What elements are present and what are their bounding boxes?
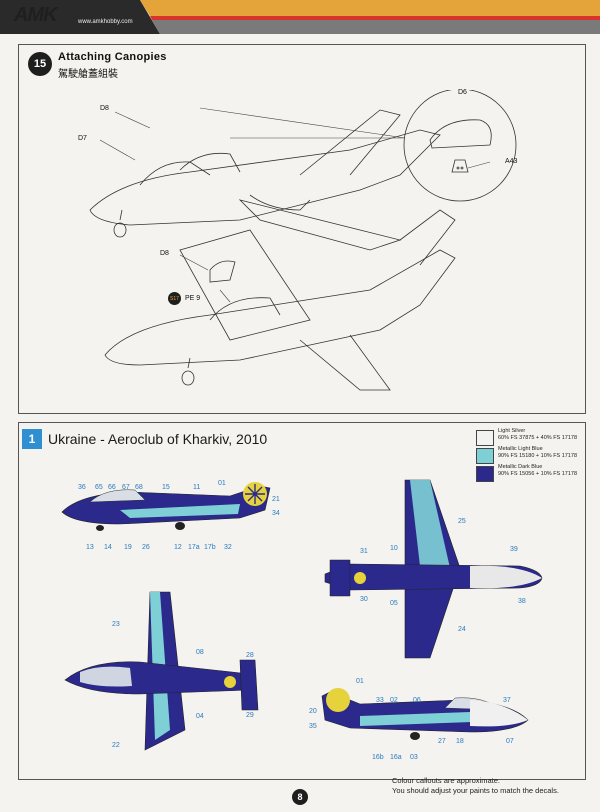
callout-01: 01	[218, 480, 226, 487]
callout-68: 68	[135, 484, 143, 491]
brand-url: www.amkhobby.com	[78, 19, 133, 25]
aircraft-upper-drawing	[89, 109, 441, 251]
callout-27: 27	[438, 738, 446, 745]
callout-36: 36	[78, 484, 86, 491]
bottom-view	[324, 479, 543, 659]
callout-65: 65	[95, 484, 103, 491]
callout-17b: 17b	[204, 544, 216, 551]
callout-d8-lower: D8	[160, 250, 169, 257]
callout-12: 12	[174, 544, 182, 551]
step-number-badge: 15	[28, 52, 52, 76]
callout-05: 05	[390, 600, 398, 607]
side-view-right	[321, 688, 529, 740]
callout-23: 23	[112, 621, 120, 628]
callout-d8-upper: D8	[100, 105, 109, 112]
section-frame	[18, 422, 586, 780]
callout-07: 07	[506, 738, 514, 745]
callout-17a: 17a	[188, 544, 200, 551]
header-bar	[0, 0, 600, 34]
step-frame	[18, 44, 586, 414]
callout-21: 21	[272, 496, 280, 503]
callout-08: 08	[196, 649, 204, 656]
color-swatch	[476, 448, 494, 464]
side-view-left	[61, 482, 271, 531]
callout-18: 18	[456, 738, 464, 745]
callout-67: 67	[122, 484, 130, 491]
callout-15: 15	[162, 484, 170, 491]
colour-note-line1: Colour callouts are approximate.	[392, 776, 500, 785]
callout-d6: D6	[458, 89, 467, 96]
detail-circle	[403, 90, 517, 202]
callout-66: 66	[108, 484, 116, 491]
callout-02: 02	[390, 697, 398, 704]
callout-22: 22	[112, 742, 120, 749]
color-swatch	[476, 466, 494, 482]
top-view	[64, 591, 259, 751]
callout-24: 24	[458, 626, 466, 633]
callout-16b: 16b	[372, 754, 384, 761]
step-subtitle: 駕駛艙蓋組裝	[58, 69, 118, 80]
callout-30: 30	[360, 596, 368, 603]
color-swatch	[476, 430, 494, 446]
callout-35: 35	[309, 723, 317, 730]
callout-d7: D7	[78, 135, 87, 142]
aircraft-lower-drawing	[104, 209, 456, 391]
callout-39: 39	[510, 546, 518, 553]
legend-item-metallic-light-blue: Metallic Light Blue 90% FS 15180 + 10% F…	[476, 446, 586, 470]
callout-pe9: PE 9	[185, 295, 201, 302]
page-number: 8	[292, 789, 308, 805]
callout-38: 38	[518, 598, 526, 605]
colour-note-line2: You should adjust your paints to match t…	[392, 786, 559, 795]
callout-37: 37	[503, 697, 511, 704]
callout-26: 26	[142, 544, 150, 551]
pe-badge: S17	[168, 292, 181, 305]
step-title: Attaching Canopies	[58, 51, 167, 63]
callout-14: 14	[104, 544, 112, 551]
callout-19: 19	[124, 544, 132, 551]
section-number: 1	[22, 429, 42, 449]
canopy-assembly-diagram	[89, 90, 517, 391]
section-title: Ukraine - Aeroclub of Kharkiv, 2010	[48, 431, 268, 447]
legend-item-metallic-dark-blue: Metallic Dark Blue 90% FS 15056 + 10% FS…	[476, 464, 586, 488]
callout-33: 33	[376, 697, 384, 704]
callout-34: 34	[272, 510, 280, 517]
callout-31: 31	[360, 548, 368, 555]
callout-16a: 16a	[390, 754, 402, 761]
brand-logo: AMK	[14, 4, 58, 26]
callout-10: 10	[390, 545, 398, 552]
legend-item-light-silver: Light Silver 60% FS 37875 + 40% FS 17178	[476, 428, 586, 452]
callout-20: 20	[309, 708, 317, 715]
leader-lines	[99, 107, 491, 303]
callout-25: 25	[458, 518, 466, 525]
callout-03: 03	[410, 754, 418, 761]
callout-28: 28	[246, 652, 254, 659]
callout-11: 11	[193, 484, 201, 491]
callout-06: 06	[413, 697, 421, 704]
callout-32: 32	[224, 544, 232, 551]
callout-29: 29	[246, 712, 254, 719]
callout-a43: A43	[505, 158, 518, 165]
callout-04: 04	[196, 713, 204, 720]
callout-01-right: 01	[356, 678, 364, 685]
callout-13: 13	[86, 544, 94, 551]
